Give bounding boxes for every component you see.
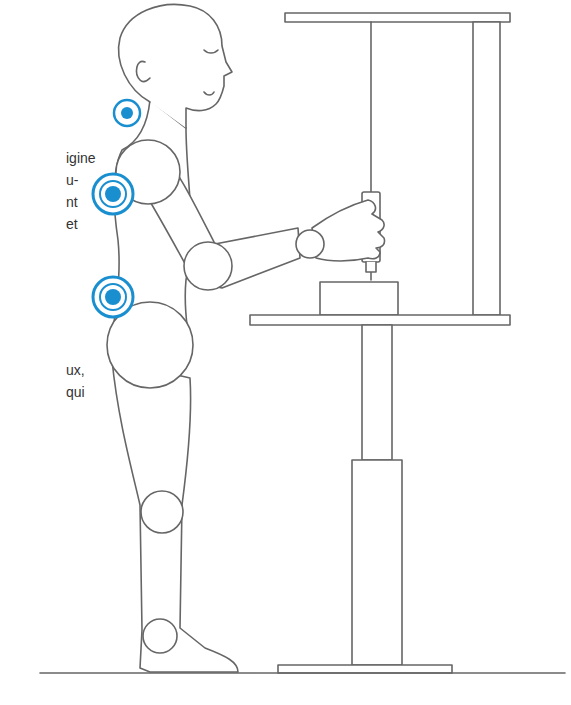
frame-post bbox=[473, 22, 500, 315]
leg bbox=[112, 360, 238, 672]
text-fragment: et bbox=[66, 213, 78, 235]
strain-markers bbox=[93, 100, 140, 317]
neck-marker bbox=[114, 100, 140, 126]
head bbox=[119, 4, 232, 128]
shoulder-marker-ring bbox=[100, 181, 126, 207]
hand bbox=[312, 200, 385, 261]
work-table bbox=[250, 315, 510, 325]
elbow-joint bbox=[184, 242, 232, 290]
shoulder-marker bbox=[93, 174, 133, 214]
tool-rod bbox=[370, 22, 372, 192]
workpiece-box bbox=[320, 282, 398, 315]
back-marker-ring bbox=[100, 284, 126, 310]
text-fragment: nt bbox=[66, 191, 78, 213]
ankle-joint bbox=[143, 619, 177, 653]
back-marker bbox=[93, 277, 133, 317]
shoulder-marker-dot bbox=[105, 186, 121, 202]
knee-joint bbox=[141, 491, 183, 533]
text-fragment: ux, bbox=[66, 359, 85, 381]
mouth bbox=[204, 92, 214, 95]
wrist-joint bbox=[296, 230, 324, 258]
top-shelf bbox=[285, 13, 510, 22]
table-column-lower bbox=[352, 460, 402, 665]
neck-marker-dot bbox=[121, 107, 133, 119]
eye bbox=[204, 50, 218, 53]
ear bbox=[137, 61, 150, 81]
text-fragment: qui bbox=[66, 381, 85, 403]
text-fragment: u- bbox=[66, 169, 78, 191]
back-marker-dot bbox=[105, 289, 121, 305]
floor-line bbox=[40, 672, 565, 674]
tool-tip bbox=[366, 262, 376, 280]
table-column-upper bbox=[362, 325, 392, 460]
text-fragment: igine bbox=[66, 147, 96, 169]
table-base bbox=[278, 665, 452, 673]
